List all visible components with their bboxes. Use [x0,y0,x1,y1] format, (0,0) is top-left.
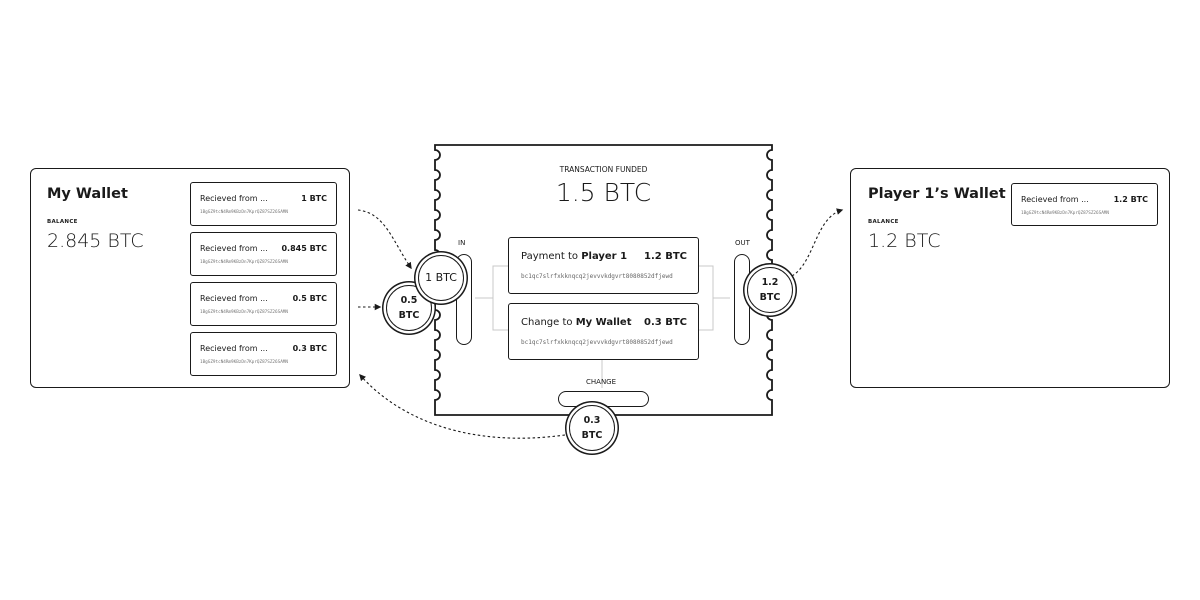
player-wallet-entry-1[interactable]: Recieved from ... 1.2 BTC 1BgGZ9tcN4Rm9K… [1011,183,1158,226]
coin-change-label: 0.3 BTC [581,414,603,441]
entry-address: 1BgGZ9tcN4Rm9KBzDn7KprQZ87SZ26SAMN [1021,211,1109,216]
my-wallet-entry-4[interactable]: Recieved from ... 0.3 BTC 1BgGZ9tcN4Rm9K… [190,332,337,376]
entry-address: 1BgGZ9tcN4Rm9KBzDn7KprQZ87SZ26SAMN [200,210,288,215]
coin-change-btc[interactable]: 0.3 BTC [569,405,615,451]
coin-input-half-label: 0.5 BTC [398,294,420,321]
entry-label: Recieved from ... [200,344,268,353]
entry-label: Recieved from ... [1021,195,1089,204]
coin-input-one-label: 1 BTC [425,271,457,285]
my-wallet-entry-1[interactable]: Recieved from ... 1 BTC 1BgGZ9tcN4Rm9KBz… [190,182,337,226]
out-label: OUT [735,239,750,247]
transaction-amount: 1.5 BTC [555,178,652,207]
output-payment-prefix: Payment to [521,251,578,262]
entry-amount: 1 BTC [301,194,327,203]
entry-label: Recieved from ... [200,194,268,203]
entry-address: 1BgGZ9tcN4Rm9KBzDn7KprQZ87SZ26SAMN [200,260,288,265]
change-slot [558,391,649,407]
bracket-lines [475,265,730,388]
entry-address: 1BgGZ9tcN4Rm9KBzDn7KprQZ87SZ26SAMN [200,310,288,315]
entry-label: Recieved from ... [200,244,268,253]
output-change-amount: 0.3 BTC [644,317,687,328]
dashed-arrows [357,208,844,439]
player-wallet-balance-label: BALANCE [868,219,899,225]
output-change-prefix: Change to [521,317,573,328]
my-wallet-balance: 2.845 BTC [47,230,144,252]
coin-input-one-btc[interactable]: 1 BTC [418,255,464,301]
output-change-recipient: My Wallet [575,317,632,328]
output-payment-box[interactable]: Payment to Player 1 1.2 BTC bc1qc7slrfxk… [508,237,699,294]
entry-amount: 0.845 BTC [281,244,327,253]
player-wallet-panel: Player 1’s Wallet BALANCE 1.2 BTC Reciev… [850,168,1170,388]
entry-amount: 1.2 BTC [1113,195,1148,204]
player-wallet-title: Player 1’s Wallet [868,186,1006,202]
output-change-box[interactable]: Change to My Wallet 0.3 BTC bc1qc7slrfxk… [508,303,699,360]
my-wallet-entry-2[interactable]: Recieved from ... 0.845 BTC 1BgGZ9tcN4Rm… [190,232,337,276]
coin-output-label: 1.2 BTC [759,276,781,303]
output-payment-recipient: Player 1 [581,251,628,262]
player-wallet-balance: 1.2 BTC [868,230,941,252]
entry-amount: 0.5 BTC [292,294,327,303]
transaction-status: TRANSACTION FUNDED [559,165,648,174]
output-change-label: Change to My Wallet [521,317,632,328]
my-wallet-balance-label: BALANCE [47,219,78,225]
output-payment-address: bc1qc7slrfxkknqcq2jevvvkdgvrt8080852dfje… [521,273,673,280]
my-wallet-title: My Wallet [47,186,128,202]
output-payment-amount: 1.2 BTC [644,251,687,262]
coin-output-btc[interactable]: 1.2 BTC [747,267,793,313]
entry-address: 1BgGZ9tcN4Rm9KBzDn7KprQZ87SZ26SAMN [200,360,288,365]
output-change-address: bc1qc7slrfxkknqcq2jevvvkdgvrt8080852dfje… [521,339,673,346]
my-wallet-panel: My Wallet BALANCE 2.845 BTC Recieved fro… [30,168,350,388]
output-payment-label: Payment to Player 1 [521,251,627,262]
in-label: IN [458,239,466,247]
entry-amount: 0.3 BTC [292,344,327,353]
out-slot [734,254,750,345]
my-wallet-entry-3[interactable]: Recieved from ... 0.5 BTC 1BgGZ9tcN4Rm9K… [190,282,337,326]
change-label: CHANGE [586,378,617,386]
coin-input-half-btc[interactable]: 0.5 BTC [386,285,432,331]
entry-label: Recieved from ... [200,294,268,303]
